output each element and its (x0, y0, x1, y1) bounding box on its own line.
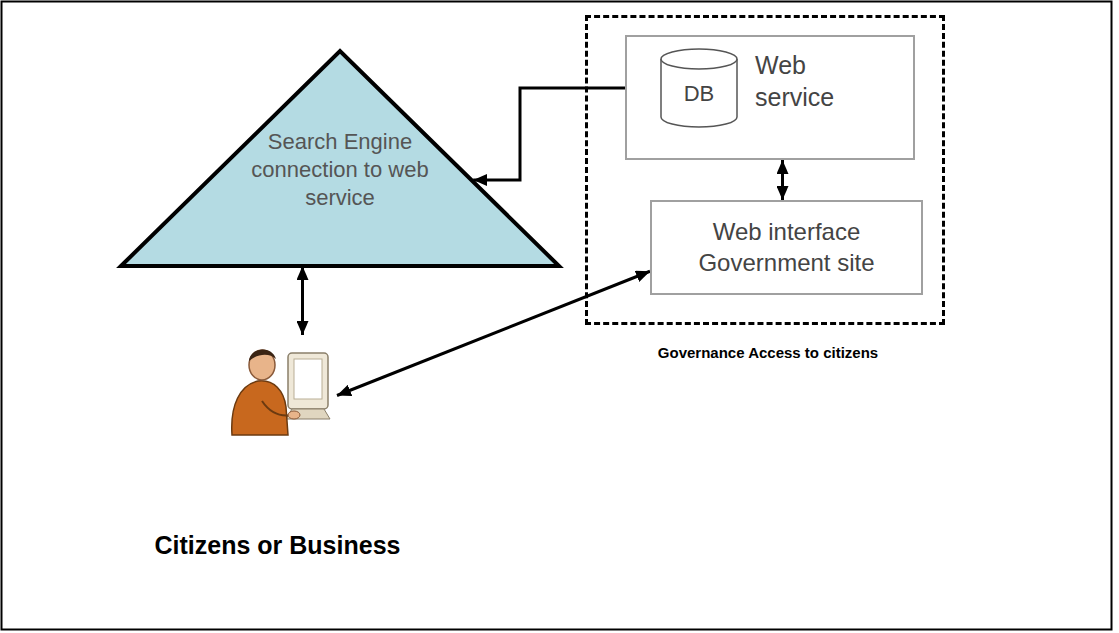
web-interface-box: Web interface Government site (650, 200, 923, 295)
web-service-box: Web serviceDB (625, 35, 915, 160)
node-label: Governance Access to citizens (568, 344, 968, 361)
person-head (249, 350, 275, 380)
person-illustration (232, 349, 330, 435)
node-label: Citizens or Business (140, 531, 415, 560)
person-outline (222, 335, 337, 445)
connector-arrow (301, 266, 304, 335)
node-label: Web service (755, 49, 885, 113)
node-label: Web interface Government site (652, 216, 921, 278)
monitor (288, 353, 328, 409)
search-engine-triangle: Search Engine connection to web service (118, 48, 562, 268)
person-arm (262, 401, 292, 415)
governance-region: Governance Access to citizensWeb service… (585, 15, 945, 325)
cylinder-top (661, 49, 737, 69)
triangle-shape (121, 51, 559, 266)
citizen-figure: Citizens or Business (222, 335, 337, 445)
person-hand (288, 411, 300, 419)
person-hair (249, 349, 276, 361)
node-label: Search Engine connection to web service (240, 128, 440, 212)
node-label: DB (659, 81, 739, 107)
person-body (232, 381, 288, 435)
connector-arrow (781, 160, 784, 200)
connector-arrow (337, 271, 650, 395)
monitor-base (286, 409, 330, 419)
database-cylinder: DB (659, 47, 739, 129)
monitor-screen (294, 359, 322, 399)
